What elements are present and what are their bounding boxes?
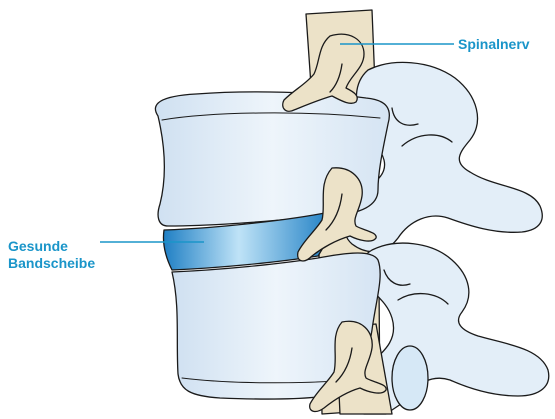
disc-label-line2: Bandscheibe bbox=[8, 255, 95, 272]
disc-label: Gesunde Bandscheibe bbox=[8, 238, 95, 272]
spinal-nerve-label: Spinalnerv bbox=[458, 36, 530, 53]
disc-label-line1: Gesunde bbox=[8, 238, 95, 255]
facet-joint bbox=[392, 346, 428, 410]
